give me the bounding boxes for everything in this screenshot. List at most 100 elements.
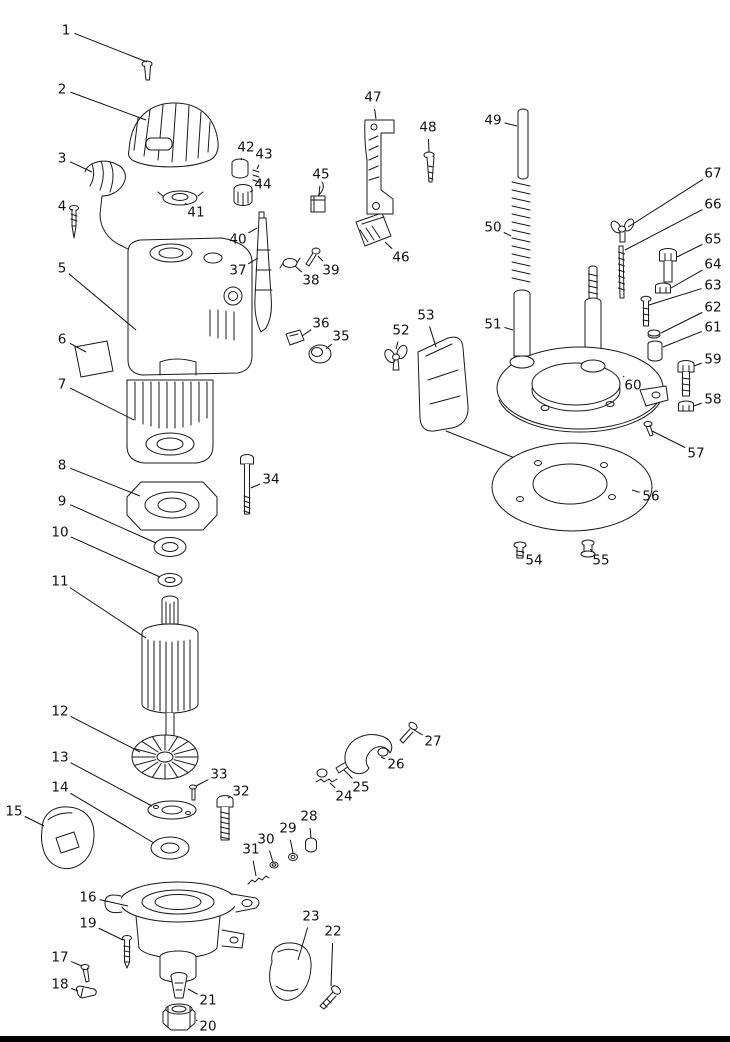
leader-line-15 [24,815,45,827]
part-57-screw [643,421,654,437]
part-59-hex-bolt [677,360,695,397]
part-number-63: 63 [704,278,721,294]
leader-line-4 [70,208,74,211]
part-64-nut [655,282,671,294]
page-footer-rule [0,1036,730,1042]
part-67-wing-nut [610,218,635,243]
part-61-sleeve [647,340,663,362]
leader-line-41 [184,202,188,205]
leader-line-32 [227,796,231,799]
part-number-44: 44 [254,177,271,193]
part-47-holder-bracket [364,119,395,215]
part-19-screw [122,935,132,969]
part-58-nut [678,400,694,412]
part-44-sleeve [233,184,253,206]
leader-line-53 [429,326,437,348]
leader-line-55 [589,548,593,552]
part-1-screw [141,60,153,81]
part-number-30: 30 [257,832,274,848]
part-number-56: 56 [642,489,659,505]
part-number-65: 65 [704,232,721,248]
part-number-26: 26 [387,757,404,773]
part-66-threaded-rod [618,245,625,299]
part-18-cap [75,985,97,999]
part-29-nut [288,853,298,861]
leader-line-13 [70,762,153,807]
leader-line-52 [395,341,399,350]
part-5-motor-housing [127,237,253,376]
part-32-bolt [216,795,234,841]
leader-line-54 [520,550,525,554]
leader-line-62 [660,311,703,334]
part-62-spring-washer [647,329,661,339]
part-28-cap-nut [305,837,317,853]
part-number-8: 8 [58,458,67,474]
part-number-36: 36 [312,316,329,332]
leader-line-17 [70,961,83,967]
part-number-52: 52 [392,323,409,339]
leader-line-31 [252,860,257,877]
part-number-28: 28 [300,809,317,825]
leader-line-19 [98,927,124,941]
part-number-53: 53 [417,308,434,324]
part-number-67: 67 [704,166,721,182]
part-number-20: 20 [199,1019,216,1035]
part-number-10: 10 [51,525,68,541]
part-31-spring [247,875,270,885]
part-8-fan-baffle [126,481,218,531]
part-12-fan [131,734,199,780]
leader-line-46 [384,241,393,250]
leader-line-16 [99,899,129,907]
part-20-collet-nut [162,1003,196,1031]
part-65-hex-bolt [659,248,677,283]
part-36-stop-block [285,329,305,346]
part-number-54: 54 [525,553,542,569]
part-23-clamp-knob [269,942,312,1001]
part-number-22: 22 [324,924,341,940]
part-number-3: 3 [58,151,67,167]
leader-line-42 [240,158,243,161]
leader-line-3 [69,161,93,173]
part-63-screw [640,295,652,327]
leader-line-6 [69,342,87,353]
leader-line-5 [68,273,137,331]
part-number-23: 23 [302,909,319,925]
part-53-guide-plate [417,336,469,432]
part-number-40: 40 [229,232,246,248]
part-number-58: 58 [704,392,721,408]
leader-line-18 [71,987,79,992]
part-7-field-stator [126,379,214,464]
leader-line-47 [374,108,377,120]
part-48-screw [423,151,435,183]
part-number-41: 41 [187,205,204,221]
part-50-spring [511,181,531,283]
leader-line-22 [330,942,334,987]
leader-line-20 [195,1019,198,1022]
part-33-screw [189,784,197,801]
leader-line-43 [256,164,260,170]
leader-line-10 [70,536,161,578]
part-42-cap [231,158,249,179]
part-55-screw [580,539,596,558]
part-number-13: 13 [51,750,68,766]
leader-line-61 [662,330,703,348]
part-number-43: 43 [255,147,272,163]
part-number-17: 17 [51,950,68,966]
part-number-31: 31 [242,842,259,858]
leader-line-48 [427,138,430,153]
part-number-50: 50 [484,220,501,236]
leader-line-66 [624,209,703,251]
part-number-18: 18 [51,977,68,993]
leader-line-12 [70,716,141,753]
part-number-1: 1 [62,23,71,39]
leader-line-56 [631,489,640,493]
part-number-29: 29 [279,821,296,837]
leader-line-40 [248,227,258,234]
part-30-washer [269,861,279,869]
part-number-38: 38 [302,273,319,289]
part-45-carbon-brush [310,181,326,213]
part-number-35: 35 [332,329,349,345]
part-number-27: 27 [424,734,441,750]
part-number-37: 37 [229,263,246,279]
leader-line-11 [69,587,147,639]
